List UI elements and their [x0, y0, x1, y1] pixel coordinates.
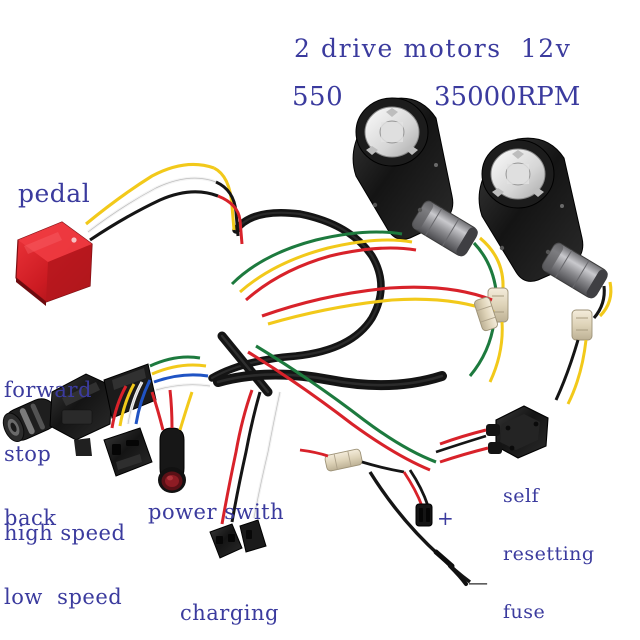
pedal-switch [15, 221, 93, 306]
motor-model-label: 550 [292, 82, 344, 112]
inline-connector-mid [324, 448, 363, 472]
battery-leads [368, 469, 471, 586]
motor-connector-right [571, 309, 593, 341]
drive-motor-left [352, 97, 509, 383]
charging-label-line-1: charging [180, 600, 279, 625]
power-switch [150, 389, 194, 493]
harness-branch-sheath [213, 331, 447, 397]
pedal-wires [85, 162, 244, 245]
positive-polarity-label: + [437, 506, 455, 530]
direction-label-line-3: back [4, 506, 57, 531]
positive-terminal [415, 503, 433, 527]
charging-interface-label: charging interface [180, 560, 280, 640]
self-resetting-fuse [435, 405, 549, 464]
power-switch-label: power swith [148, 500, 285, 524]
direction-label-line-2: stop [4, 442, 52, 467]
direction-label-line-1: forward [4, 377, 92, 402]
motor-rpm-label: 35000RPM [434, 82, 581, 112]
direction-switch-label: forward stop back [4, 337, 92, 572]
harness-output-wires [230, 230, 495, 472]
speed-connector [103, 379, 153, 477]
charging-interface [209, 389, 282, 559]
fuse-label-line-3: fuse [503, 601, 546, 623]
drive-motor-right [478, 137, 613, 405]
fuse-label-line-2: resetting [503, 542, 595, 565]
pedal-label: pedal [18, 179, 91, 208]
negative-polarity-label: — [468, 570, 489, 594]
fuse-label-line-1: self [503, 484, 540, 507]
title-label: 2 drive motors 12v [294, 34, 572, 63]
fuse-label: self resetting fuse [503, 448, 595, 640]
inline-connector-right [474, 296, 498, 332]
speed-label-line-1: high speed [4, 520, 126, 545]
speed-label-line-2: low speed [4, 585, 123, 610]
speed-label: high speed low speed [4, 480, 125, 640]
